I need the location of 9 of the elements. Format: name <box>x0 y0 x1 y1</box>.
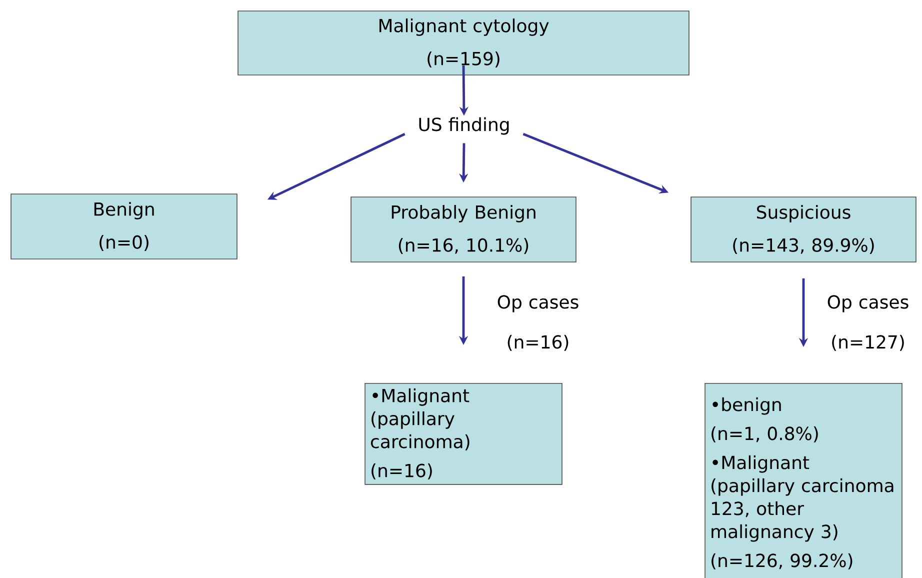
edge-label: Op cases (n=127) <box>828 295 908 351</box>
outcome-box: Suspicious (n=143, 89.9%) <box>690 196 916 262</box>
process-box: Malignant cytology (n=159) <box>238 10 690 76</box>
result-box: •benign (n=1, 0.8%) •Malignant (papillary carcinoma 123, other malignancy 3) (n=126, 99.2%) <box>704 383 902 578</box>
result-box: •Malignant (papillary carcinoma) (n=16) <box>364 383 562 485</box>
outcome-box: Benign (n=0) <box>10 194 238 260</box>
finding-text: US finding <box>419 117 509 135</box>
edge-label: Op cases (n=16) <box>498 295 578 351</box>
outcome-box: Probably Benign (n=16, 10.1%) <box>350 196 576 262</box>
